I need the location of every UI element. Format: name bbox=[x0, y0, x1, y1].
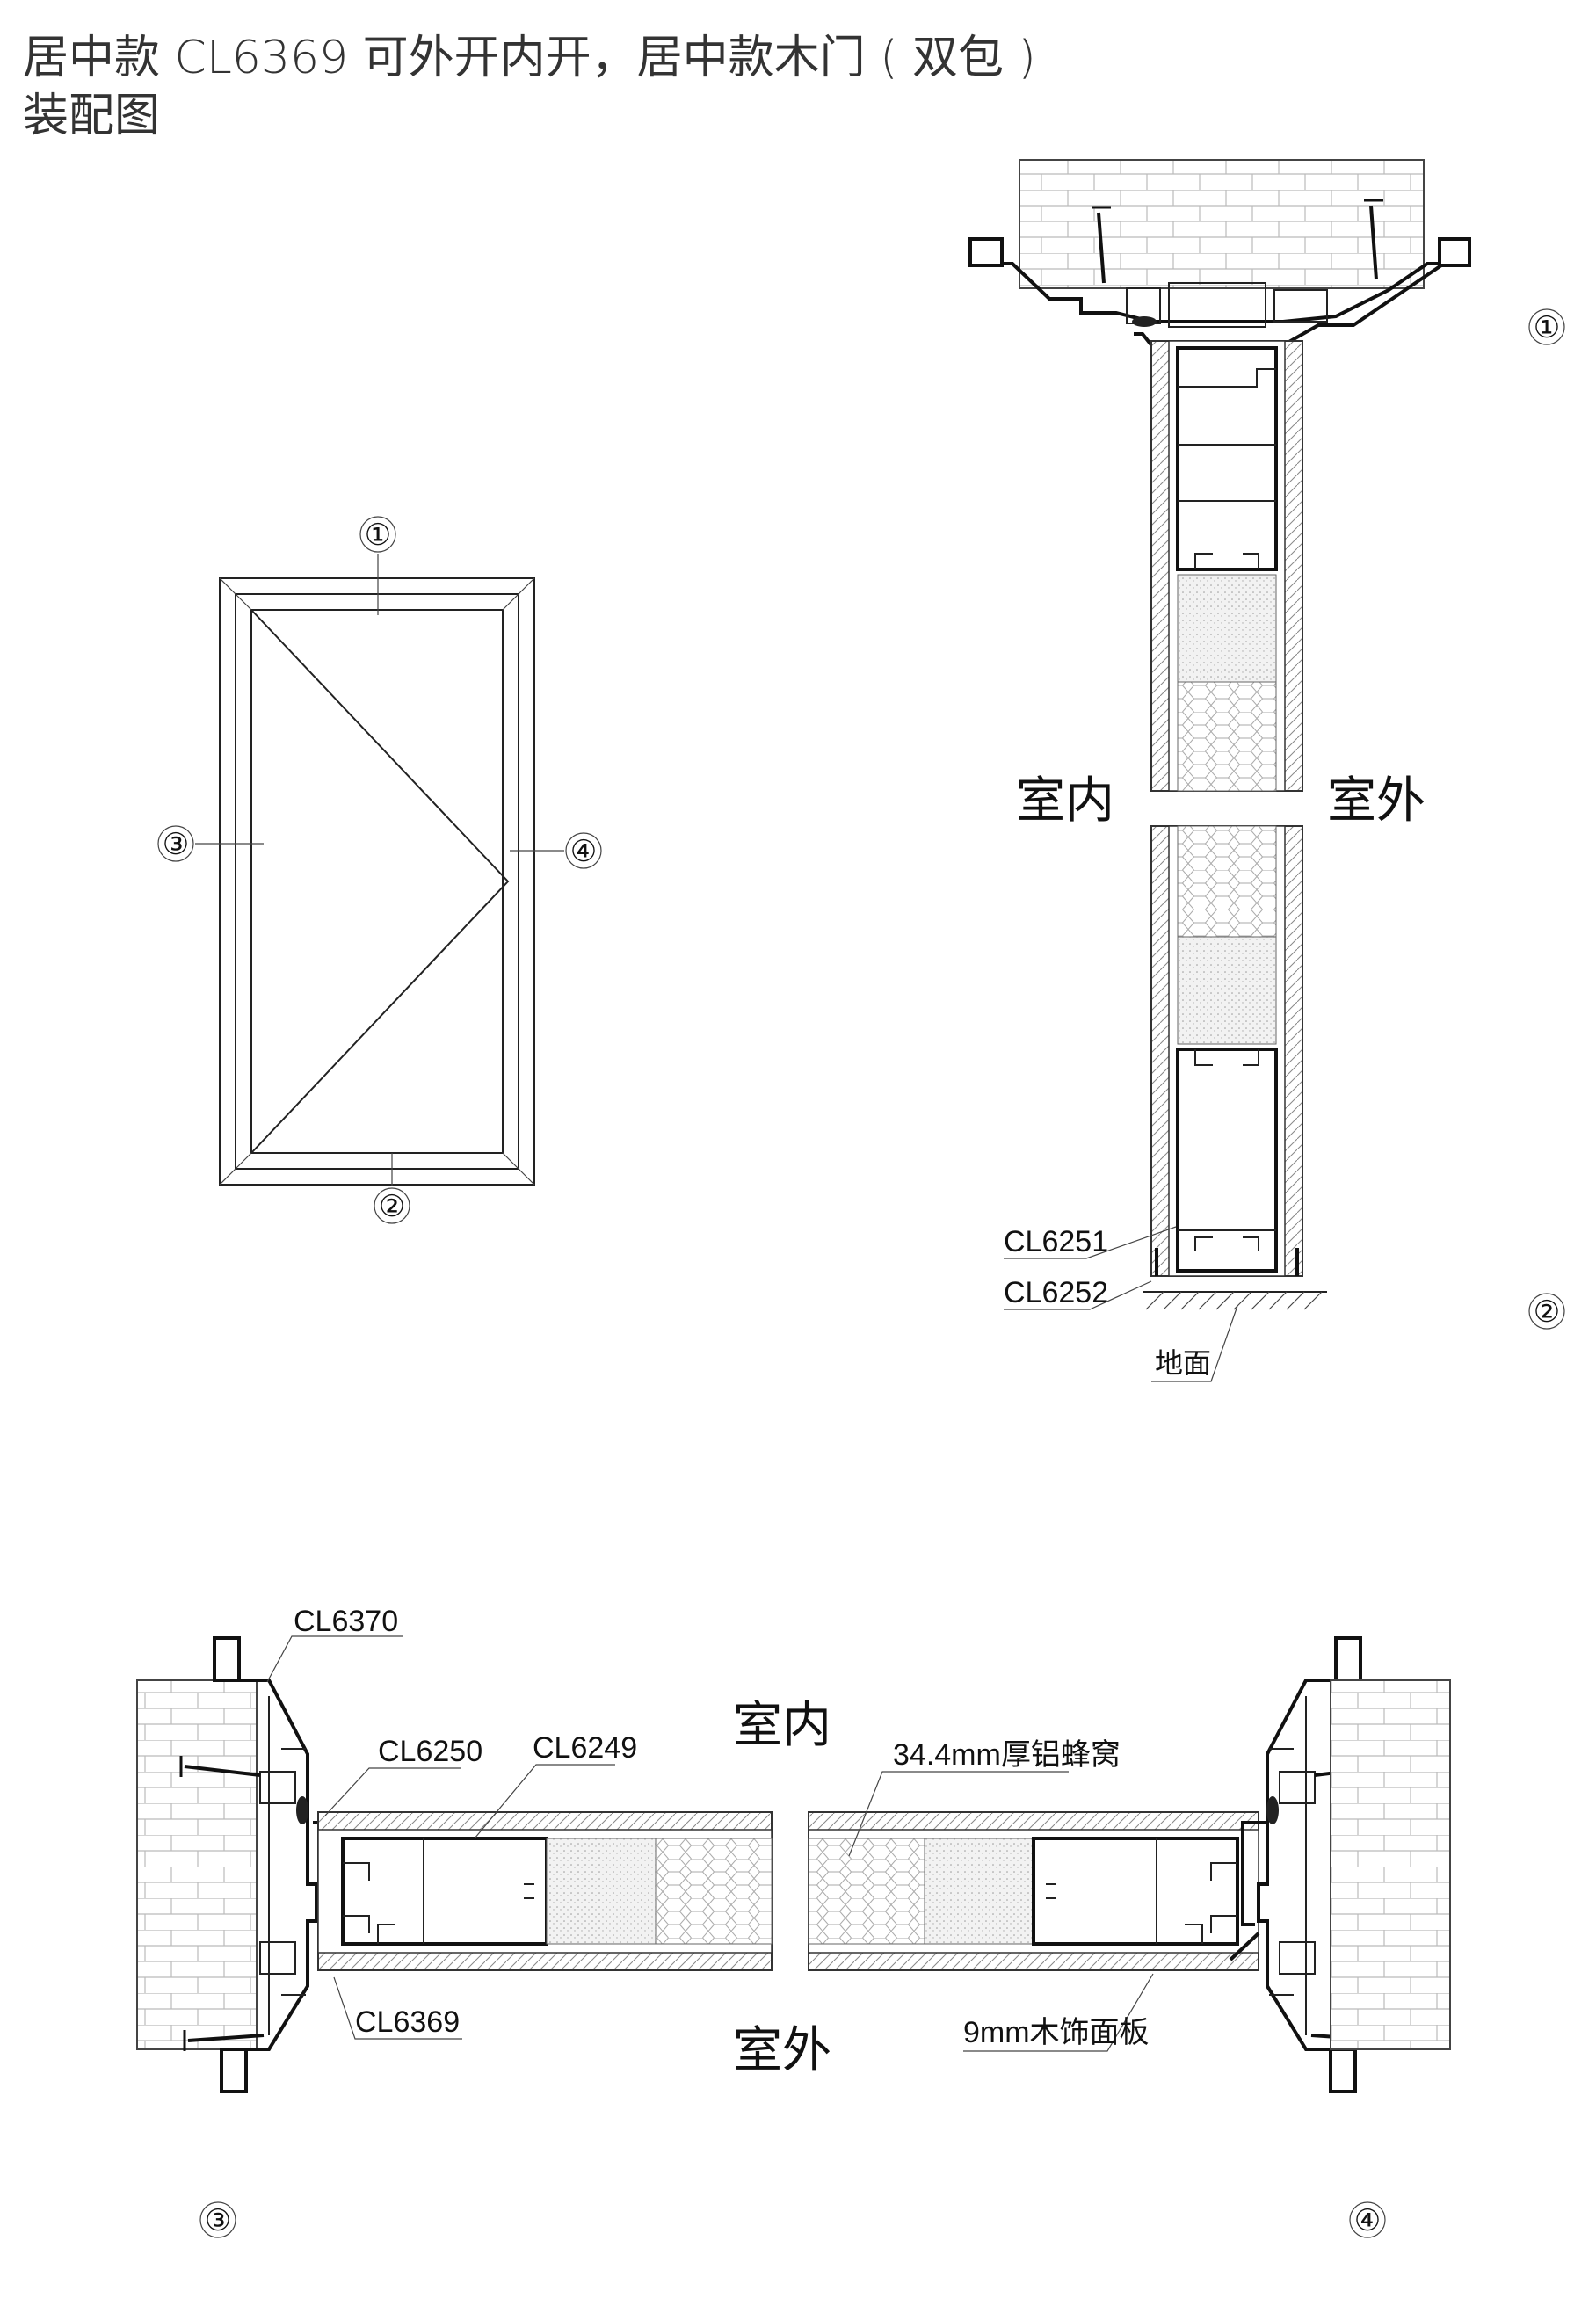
door-leaf-bottom-section bbox=[1150, 825, 1303, 1277]
door-leaf-top-section bbox=[1150, 340, 1303, 792]
callout-cl6369: CL6369 bbox=[333, 1976, 462, 2040]
drawing-subtitle: 装配图 bbox=[23, 90, 161, 142]
outdoor-label-horizontal: 室外 bbox=[733, 2022, 831, 2077]
marker-3-section: ③ bbox=[200, 2201, 236, 2238]
svg-text:CL6369: CL6369 bbox=[355, 2005, 460, 2039]
svg-text:CL6370: CL6370 bbox=[294, 1605, 398, 1638]
door-leaf-left bbox=[317, 1811, 773, 1971]
svg-text:9mm木饰面板: 9mm木饰面板 bbox=[963, 2016, 1150, 2049]
indoor-label-vertical: 室内 bbox=[1016, 772, 1114, 828]
marker-1-elevation: ① bbox=[359, 516, 396, 553]
vertical-section-head bbox=[968, 159, 1471, 369]
svg-text:①: ① bbox=[365, 518, 391, 552]
marker-1-section: ① bbox=[1528, 308, 1565, 345]
outdoor-label-vertical: 室外 bbox=[1327, 772, 1426, 828]
wall-right bbox=[1330, 1679, 1451, 2050]
svg-text:CL6252: CL6252 bbox=[1004, 1276, 1108, 1309]
svg-text:②: ② bbox=[1534, 1295, 1560, 1329]
marker-2-section: ② bbox=[1528, 1293, 1565, 1330]
callout-wood-panel: 9mm木饰面板 bbox=[963, 1973, 1154, 2052]
callout-honeycomb: 34.4mm厚铝蜂窝 bbox=[848, 1738, 1121, 1857]
svg-text:④: ④ bbox=[1354, 2204, 1381, 2237]
marker-4-section: ④ bbox=[1349, 2201, 1386, 2238]
svg-text:CL6249: CL6249 bbox=[533, 1731, 637, 1765]
wall-left bbox=[136, 1679, 258, 2050]
svg-text:③: ③ bbox=[163, 828, 189, 861]
svg-text:地面: 地面 bbox=[1155, 1347, 1211, 1379]
door-elevation bbox=[195, 554, 564, 1186]
drawing-title: 居中款 CL6369 可外开内开，居中款木门 ( 双包 ) bbox=[23, 32, 1036, 84]
svg-text:②: ② bbox=[379, 1190, 405, 1223]
marker-2-elevation: ② bbox=[374, 1187, 410, 1224]
svg-text:④: ④ bbox=[570, 835, 597, 868]
floor-hatch bbox=[1143, 1291, 1327, 1310]
svg-text:①: ① bbox=[1534, 311, 1560, 344]
door-leaf-right bbox=[808, 1811, 1259, 1971]
marker-4-elevation: ④ bbox=[565, 832, 602, 869]
callout-cl6252: CL6252 bbox=[1004, 1276, 1152, 1310]
callout-floor: 地面 bbox=[1151, 1305, 1238, 1382]
marker-3-elevation: ③ bbox=[157, 825, 194, 862]
indoor-label-horizontal: 室内 bbox=[733, 1697, 831, 1752]
svg-text:34.4mm厚铝蜂窝: 34.4mm厚铝蜂窝 bbox=[893, 1738, 1121, 1772]
callout-cl6370: CL6370 bbox=[266, 1605, 403, 1683]
svg-text:CL6250: CL6250 bbox=[378, 1735, 482, 1768]
svg-text:③: ③ bbox=[205, 2204, 231, 2237]
callout-cl6250: CL6250 bbox=[324, 1735, 482, 1816]
svg-text:CL6251: CL6251 bbox=[1004, 1225, 1108, 1258]
callout-cl6249: CL6249 bbox=[474, 1731, 637, 1839]
callout-cl6251: CL6251 bbox=[1004, 1225, 1177, 1259]
frame-left bbox=[179, 1636, 353, 2093]
